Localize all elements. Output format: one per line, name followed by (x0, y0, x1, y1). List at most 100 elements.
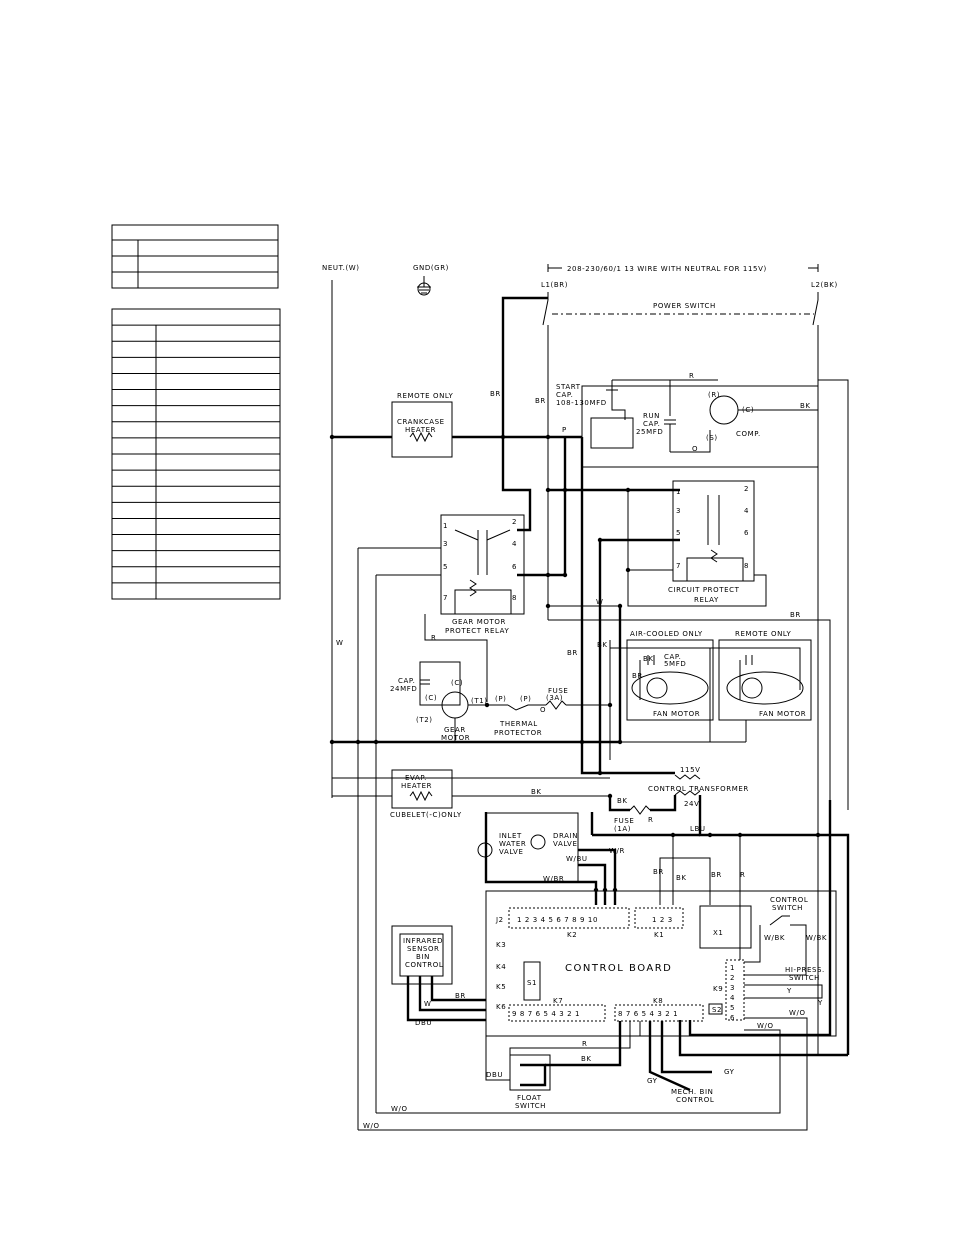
inlet-label-2: WATER (499, 840, 526, 848)
wire-w-neutral: W (336, 639, 344, 647)
legend-table-1 (111, 224, 279, 289)
wire-bk-evap: BK (531, 788, 542, 796)
l1-label: L1(BR) (541, 281, 568, 289)
wire-wbk-1: W/BK (764, 934, 785, 942)
start-cap-label-3: 108-130MFD (556, 399, 607, 407)
wire-bk-float: BK (581, 1055, 592, 1063)
wire-p-comp: P (562, 426, 567, 434)
v115-label: 115V (680, 766, 701, 774)
gear-relay-pin-8: 8 (512, 594, 517, 602)
crankcase-heater-label-2: HEATER (405, 426, 436, 434)
junction-dot (545, 603, 551, 609)
fan-motor-2-icon (726, 671, 804, 705)
air-cooled-label: AIR-COOLED ONLY (630, 630, 703, 638)
wire-o-comp: O (692, 445, 698, 453)
control-switch-icon (769, 915, 790, 926)
circuit-relay-pin-3: 3 (676, 507, 681, 515)
wire-wbr: W/BR (543, 875, 564, 883)
circuit-relay-pin-7: 7 (676, 562, 681, 570)
k9-pin-1: 1 (730, 964, 735, 972)
legend-table-2 (111, 308, 281, 600)
comp-label: COMP. (736, 430, 761, 438)
circuit-relay-pin-6: 6 (744, 529, 749, 537)
junction-dot (607, 702, 613, 708)
k7-pins: 9 8 7 6 5 4 3 2 1 (512, 1010, 580, 1018)
thermal-label-1: THERMAL (499, 720, 538, 728)
wire-br-fan: BR (632, 672, 643, 680)
junction-dot (500, 434, 506, 440)
circuit-relay-pin-8: 8 (744, 562, 749, 570)
transformer-primary-icon (674, 774, 701, 780)
junction-dot (602, 887, 608, 893)
mech-bin-label-1: MECH. BIN (671, 1088, 713, 1096)
k8-label: K8 (653, 997, 663, 1005)
gear-relay-pin-6: 6 (512, 563, 517, 571)
junction-dot (329, 434, 335, 440)
infrared-label-1: INFRARED (403, 937, 443, 945)
wire-wo-board-2: W/O (789, 1009, 806, 1017)
comp-s-label: (S) (706, 434, 718, 442)
k1-pins: 1 2 3 (652, 916, 673, 924)
remote-only-fan-label: REMOTE ONLY (735, 630, 791, 638)
wire-wo-2: W/O (363, 1122, 380, 1130)
fan-motor-1-icon (631, 671, 709, 705)
wire-r-fuse: R (648, 816, 653, 824)
fuse-3a-label-1: FUSE (548, 687, 568, 695)
wire-w-ir: W (424, 1000, 432, 1008)
fuse-1a-label-1: FUSE (614, 817, 634, 825)
wire-wbk-2: W/BK (806, 934, 827, 942)
gear-relay-pin-4: 4 (512, 540, 517, 548)
j2-label: J2 (495, 916, 504, 924)
k1-label: K1 (654, 931, 664, 939)
junction-dot (329, 739, 335, 745)
p2-label: (P) (520, 695, 531, 703)
junction-dot (625, 567, 631, 573)
drain-label-1: DRAIN (553, 832, 578, 840)
cap-5-label-2: 5MFD (664, 660, 686, 668)
wire-bk-board: BK (676, 874, 687, 882)
wire-wo-board: W/O (757, 1022, 774, 1030)
gear-c2-label: (C) (451, 679, 463, 687)
wire-br-relay: BR (790, 611, 801, 619)
start-cap-label-1: START (556, 383, 581, 391)
run-cap-label-3: 25MFD (636, 428, 663, 436)
wire-dbu-float: DBU (486, 1071, 503, 1079)
drain-label-2: VALVE (553, 840, 577, 848)
junction-dot (597, 537, 603, 543)
fuse-3a-label-2: (3A) (546, 694, 563, 702)
fan-motor-2-label: FAN MOTOR (759, 710, 806, 718)
inlet-label-3: VALVE (499, 848, 523, 856)
wire-gy-1: GY (647, 1077, 658, 1085)
k3-label: K3 (496, 941, 506, 949)
junction-dot (593, 887, 599, 893)
junction-dot (597, 770, 603, 776)
thermal-label-2: PROTECTOR (494, 729, 542, 737)
junction-dot (562, 487, 568, 493)
ground-label: GND(GR) (413, 264, 449, 272)
hi-press-label-1: HI-PRESS. (785, 966, 825, 974)
wire-lbu: LBU (690, 825, 706, 833)
gear-relay-pin-3: 3 (443, 540, 448, 548)
l2-label: L2(BK) (811, 281, 838, 289)
junction-dot (707, 832, 713, 838)
evap-heater-label-2: HEATER (401, 782, 432, 790)
wire-wbu: W/BU (566, 855, 588, 863)
wire-r-board: R (740, 871, 745, 879)
cubelet-label: CUBELET(-C)ONLY (390, 811, 462, 819)
gear-relay-label-2: PROTECT RELAY (445, 627, 509, 635)
start-cap-label-2: CAP. (556, 391, 573, 399)
junction-dot (579, 739, 585, 745)
wire-dbu-ir: DBU (415, 1019, 432, 1027)
float-label-1: FLOAT (517, 1094, 542, 1102)
junction-dot (815, 832, 821, 838)
wire-r-float: R (582, 1040, 587, 1048)
circuit-relay-pin-4: 4 (744, 507, 749, 515)
wire-gy-2: GY (724, 1068, 735, 1076)
transformer-secondary-icon (674, 790, 701, 796)
v24-label: 24V (684, 800, 700, 808)
k9-pin-2: 2 (730, 974, 735, 982)
junction-dot (617, 603, 623, 609)
gear-relay-label-1: GEAR MOTOR (452, 618, 506, 626)
mech-bin-label-2: CONTROL (676, 1096, 714, 1104)
wire-wr: W/R (609, 847, 625, 855)
